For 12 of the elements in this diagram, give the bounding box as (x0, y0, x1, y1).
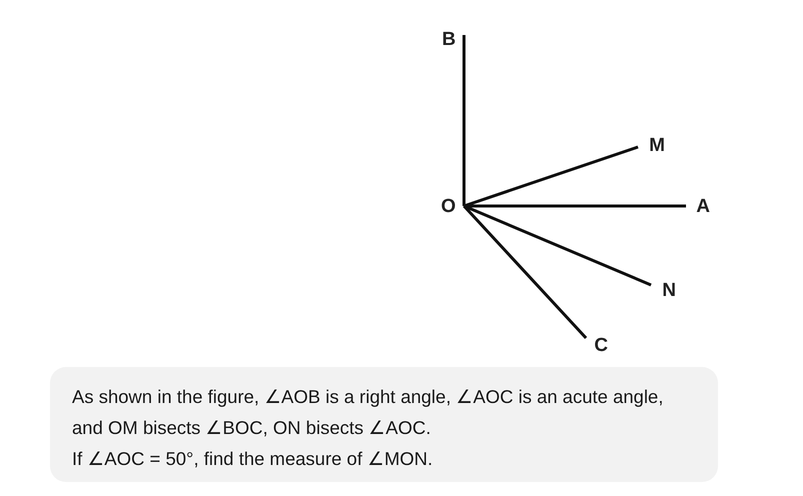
ray-line (462, 35, 466, 206)
ray-line (463, 204, 652, 286)
question-text: As shown in the figure, ∠AOB is a right angle, ∠AOC is an acute angle, and OM bisects ∠BOC, ON bisects ∠AOC. (72, 385, 664, 440)
point-label: N (651, 279, 676, 303)
point-label: B (442, 28, 464, 52)
point-label: A (686, 195, 710, 219)
point-label: C (586, 334, 608, 358)
ray-line (464, 146, 638, 208)
ray-line (462, 204, 588, 340)
point-label: O (441, 196, 464, 218)
point-label: M (638, 134, 665, 158)
question-text: If ∠AOC = 50°, find the measure of ∠MON. (72, 447, 434, 471)
